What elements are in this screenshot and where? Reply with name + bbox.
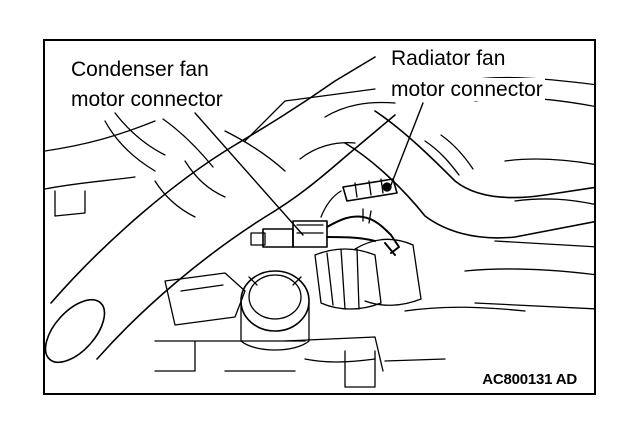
condenser-leader-line <box>195 113 303 235</box>
radiator-leader-line <box>391 103 423 185</box>
radiator-label-line1: Radiator fan <box>389 47 508 70</box>
condenser-label-line1: Condenser fan <box>69 58 211 81</box>
leader-lines <box>195 103 423 235</box>
engine-bay-drawing <box>45 41 596 395</box>
hose-clamp <box>315 239 421 309</box>
condenser-label-line2: motor connector <box>69 88 225 111</box>
radiator-cap <box>241 271 309 350</box>
lower-bracket <box>155 273 445 387</box>
radiator-hose <box>345 111 596 238</box>
radiator-connector <box>321 179 397 217</box>
background-structure <box>45 78 596 311</box>
condenser-connector <box>251 209 399 255</box>
diagram-frame: Condenser fan motor connector Radiator f… <box>43 39 596 395</box>
radiator-label-line2: motor connector <box>389 78 545 101</box>
upper-hose <box>45 57 395 373</box>
figure-code: AC800131 AD <box>480 371 579 388</box>
